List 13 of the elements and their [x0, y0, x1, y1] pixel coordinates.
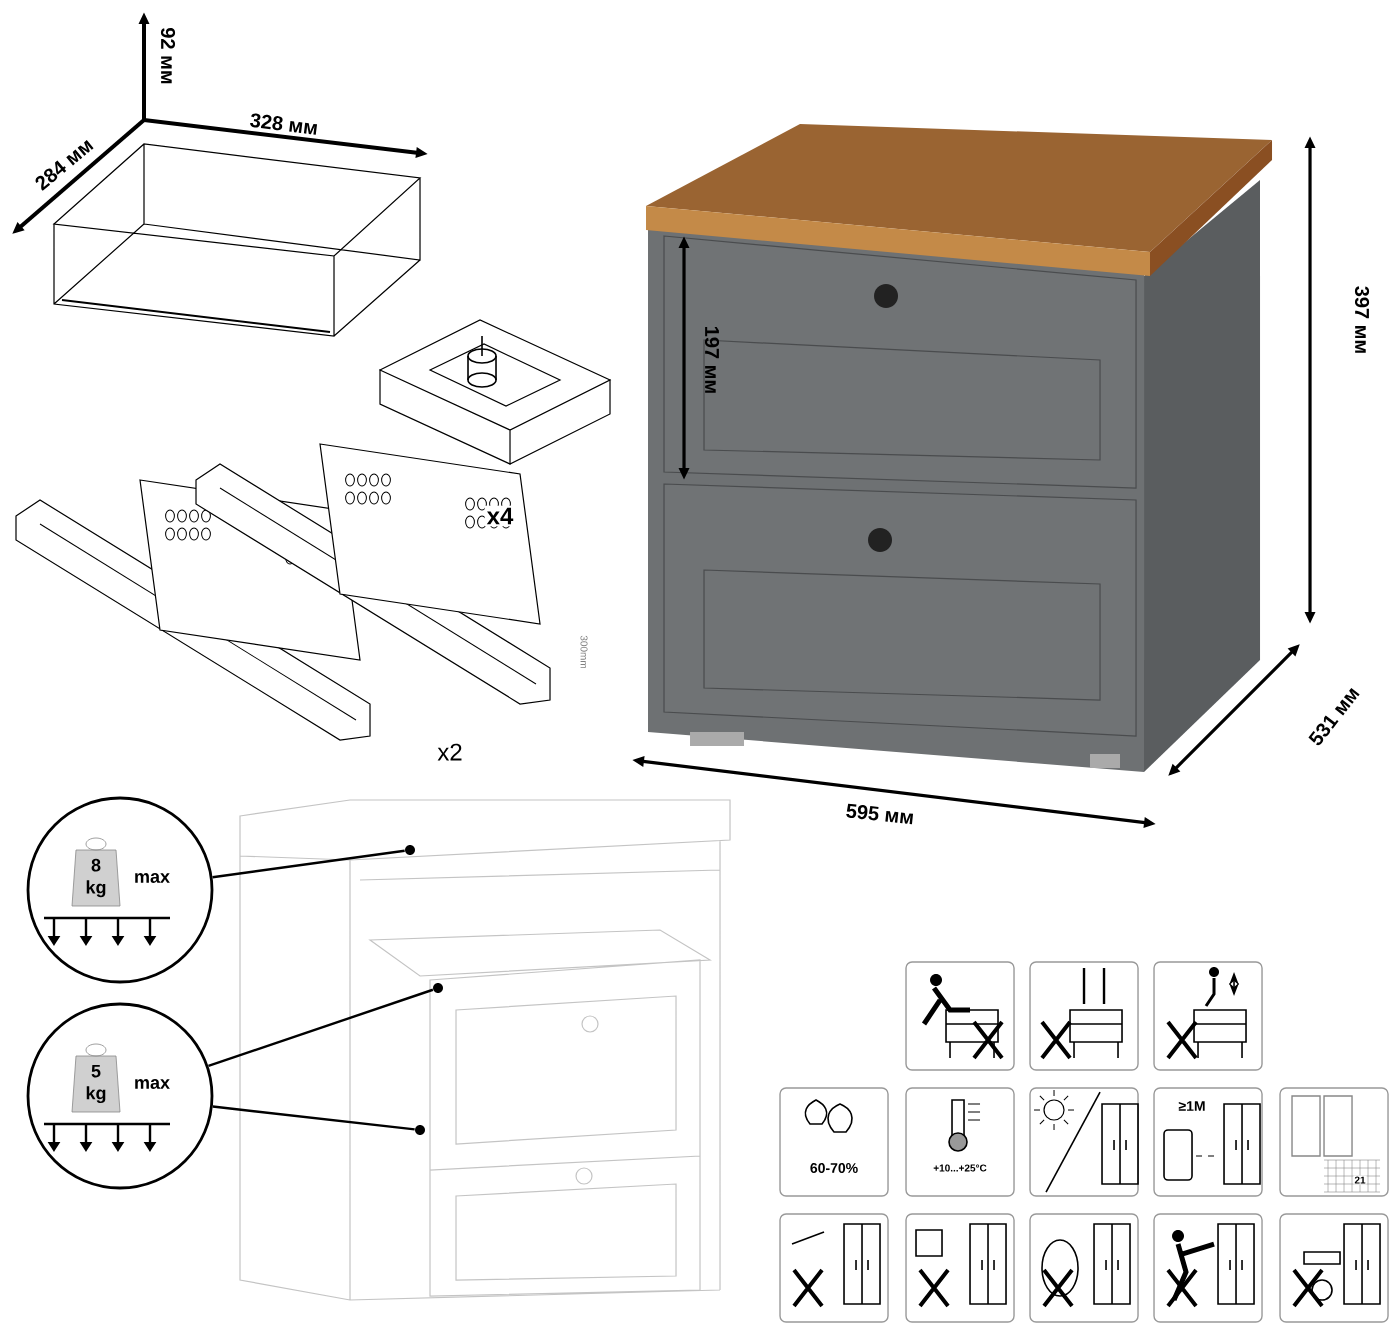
dimension-label: 531 мм	[1308, 687, 1360, 746]
leader-line	[208, 988, 434, 1068]
dimension-label: 328 мм	[250, 113, 318, 135]
leader-line	[212, 849, 405, 879]
dimension-label: 595 мм	[846, 803, 914, 825]
leader-line	[212, 1105, 415, 1131]
dimension-label: 397 мм	[1354, 286, 1370, 353]
dimension-label: 92 мм	[160, 28, 176, 84]
load-callout: 5 kg max	[26, 1002, 214, 1190]
dimension-label: 197 мм	[704, 327, 720, 393]
quantity-label: x2	[437, 743, 462, 761]
load-callout: 8 kg max	[26, 796, 214, 984]
dimension-label: 284 мм	[35, 140, 94, 191]
